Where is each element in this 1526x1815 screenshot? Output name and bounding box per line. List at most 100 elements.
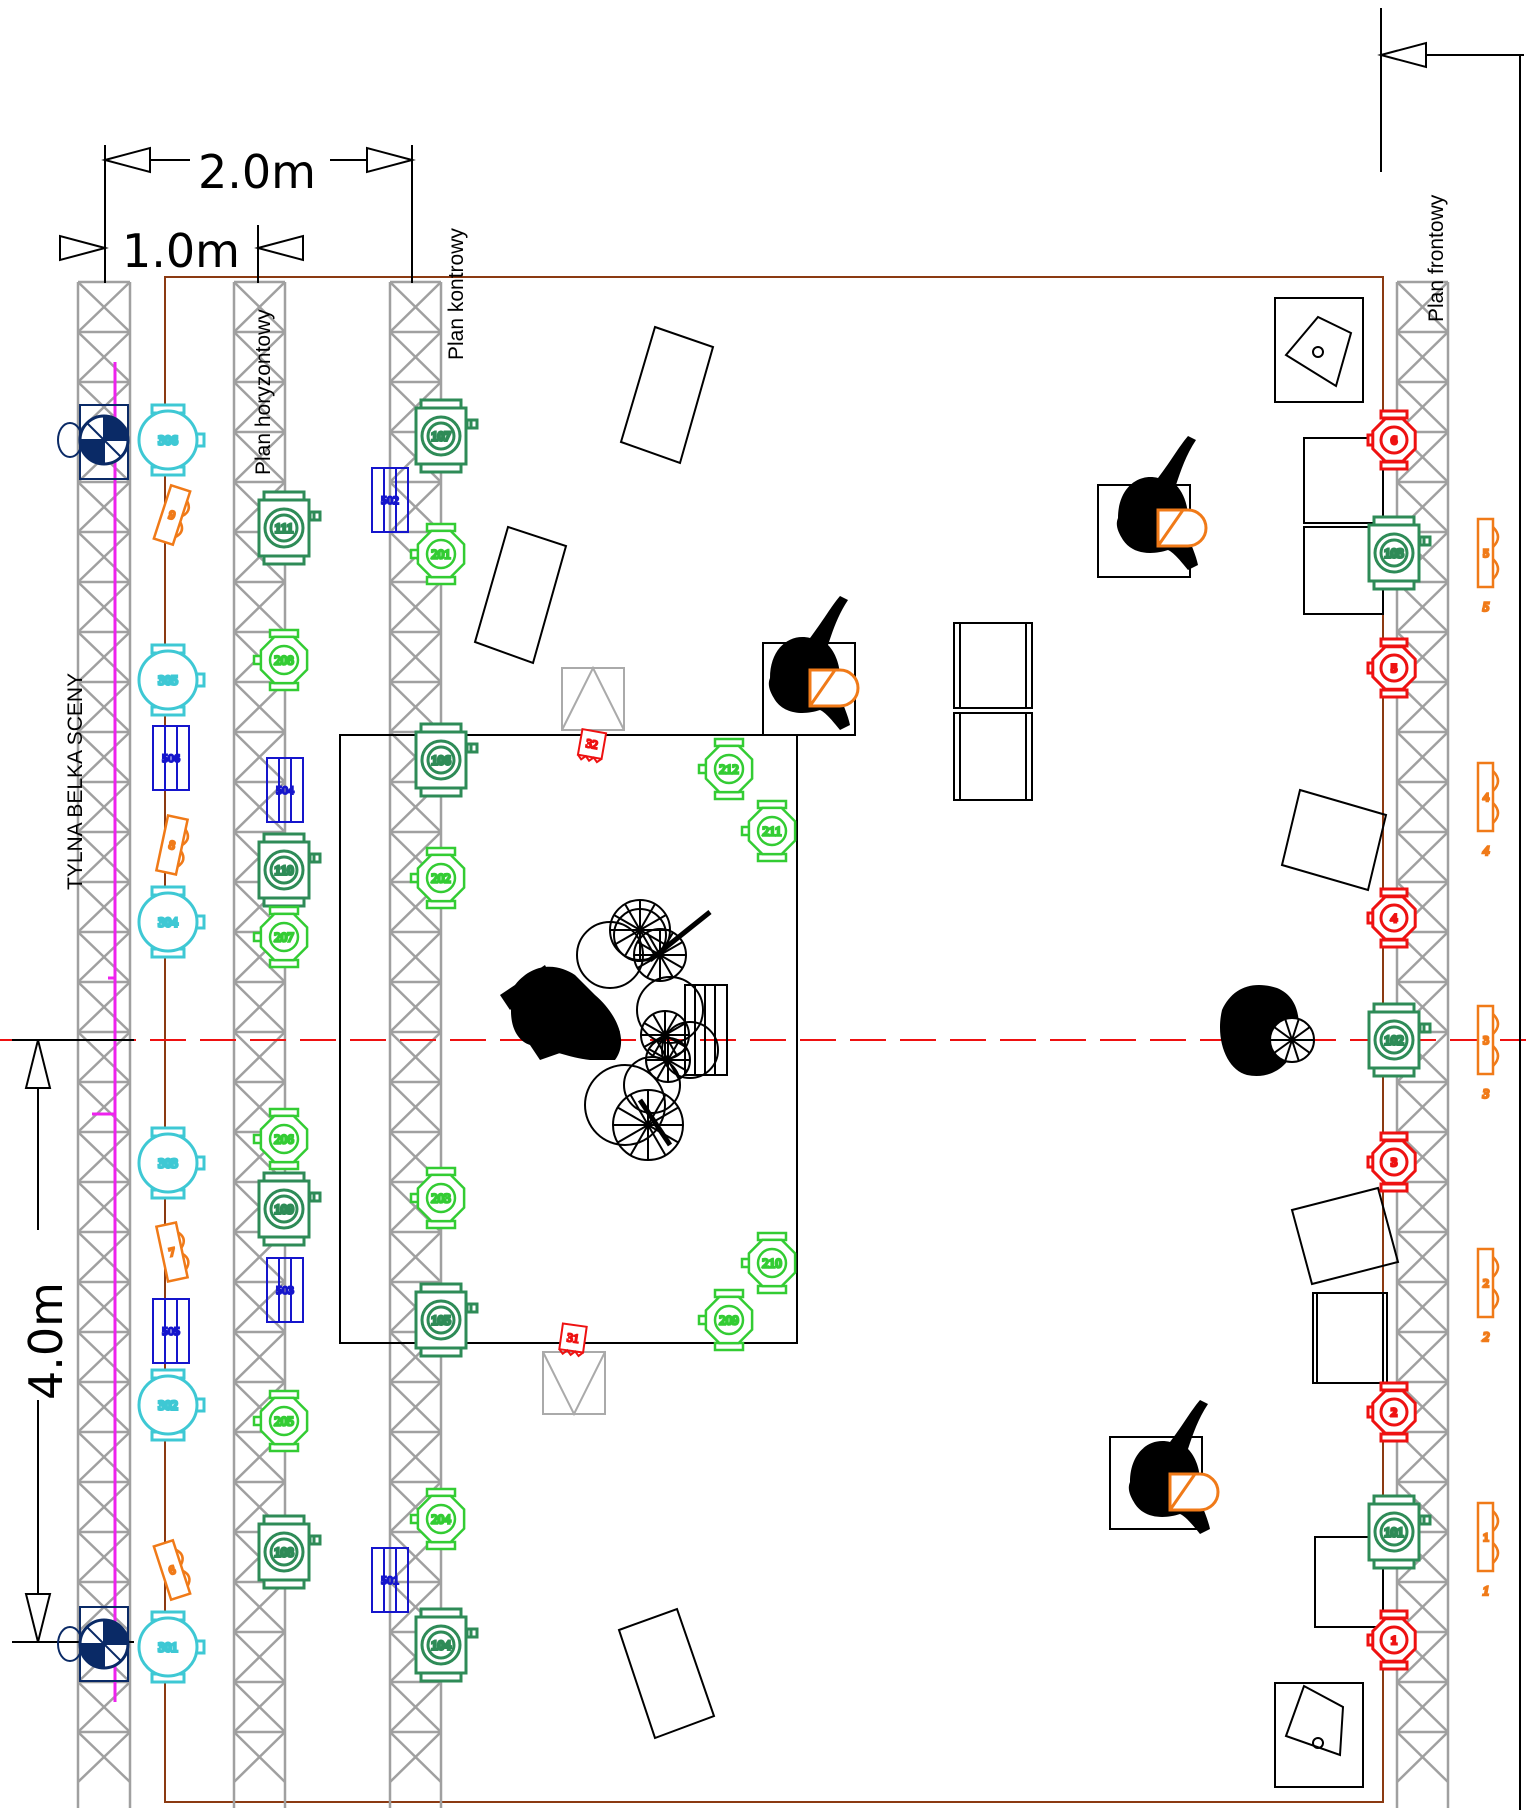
speaker-box — [1280, 788, 1388, 892]
spot-fixture[interactable]: 208 — [252, 628, 309, 692]
led-bar-fixture[interactable]: 7 — [154, 1221, 191, 1283]
floor-led-fixture[interactable]: 44 — [1476, 761, 1500, 859]
musician-icon — [1097, 436, 1208, 578]
fixture-number: 109 — [274, 1202, 294, 1217]
fixture-number: 102 — [1384, 1033, 1404, 1048]
spot-fixture[interactable]: 204 — [409, 1487, 466, 1551]
speaker-box — [1290, 1186, 1400, 1286]
fixtures: 3063053043033023011071111061101091051081… — [137, 398, 1500, 1684]
fixture-number: 2 — [1483, 1276, 1489, 1290]
led-bar-fixture[interactable]: 6 — [152, 1538, 194, 1602]
fixture-number: 106 — [431, 753, 451, 768]
speaker-box — [1314, 1536, 1384, 1628]
wash-fixture[interactable]: 105 — [414, 1282, 479, 1358]
floor-led-fixture[interactable]: 33 — [1476, 1004, 1500, 1102]
musician-icon — [762, 596, 860, 736]
front-fixture[interactable]: 2 — [1366, 1381, 1417, 1443]
spot-fixture[interactable]: 201 — [409, 522, 466, 586]
wash-fixture[interactable]: 109 — [257, 1171, 322, 1247]
floor-led-fixture[interactable]: 22 — [1476, 1247, 1500, 1345]
led-bar-fixture[interactable]: 9 — [152, 483, 194, 547]
fixture-number: 303 — [158, 1156, 178, 1171]
spot-fixture[interactable]: 211 — [740, 799, 797, 863]
wash-fixture[interactable]: 102 — [1367, 1002, 1432, 1078]
wash-fixture[interactable]: 103 — [1367, 515, 1432, 591]
spot-fixture[interactable]: 203 — [409, 1166, 466, 1230]
floor-led-channel: 1 — [1483, 1583, 1490, 1598]
front-fixture[interactable]: 1 — [1366, 1609, 1417, 1671]
spot-fixture[interactable]: 212 — [697, 737, 754, 801]
scenery-panel — [619, 325, 715, 465]
floor-led-fixture[interactable]: 55 — [1476, 517, 1500, 615]
gray-marker-bottom — [542, 1351, 606, 1417]
fixture-number: 2 — [1391, 1405, 1397, 1419]
wash-fixture[interactable]: 108 — [257, 1514, 322, 1590]
fixture-number: 5 — [1483, 546, 1489, 560]
fixture-number: 207 — [274, 930, 294, 945]
fixture-number: 104 — [431, 1638, 451, 1653]
speaker-box-shadow — [1316, 1292, 1388, 1384]
corner-box-bottom — [1274, 1682, 1364, 1788]
profile-fixture[interactable]: 304 — [137, 885, 206, 959]
musicians — [762, 436, 1315, 1534]
front-fixture[interactable]: 4 — [1366, 887, 1417, 949]
speaker-box — [1312, 1292, 1384, 1384]
spotlight-top — [57, 404, 130, 480]
led-bar-fixture[interactable]: 8 — [154, 814, 191, 876]
fixture-number: 3 — [1483, 1033, 1489, 1047]
fixture-number: 301 — [158, 1640, 178, 1655]
fixture-number: 202 — [431, 871, 451, 886]
spot-fixture[interactable]: 209 — [697, 1288, 754, 1352]
floor-led-channel: 3 — [1482, 1086, 1490, 1101]
spot-fixture[interactable]: 205 — [252, 1389, 309, 1453]
fixture-number: 305 — [158, 673, 178, 688]
front-fixture[interactable]: 5 — [1366, 637, 1417, 699]
dimension-1m — [59, 225, 304, 283]
wash-fixture[interactable]: 104 — [414, 1607, 479, 1683]
spot-fixture[interactable]: 202 — [409, 846, 466, 910]
spot-fixture[interactable]: 207 — [252, 905, 309, 969]
profile-fixture[interactable]: 305 — [137, 643, 206, 717]
spot-fixture[interactable]: 210 — [740, 1231, 797, 1295]
blinder-fixture[interactable]: 505 — [152, 1298, 190, 1364]
cymbal-icon — [645, 1037, 691, 1083]
front-fixture[interactable]: 3 — [1366, 1131, 1417, 1193]
blinder-fixture[interactable]: 502 — [371, 467, 409, 533]
wash-fixture[interactable]: 101 — [1367, 1494, 1432, 1570]
blinder-fixture[interactable]: 501 — [371, 1547, 409, 1613]
corner-box-top — [1274, 297, 1364, 403]
fixture-number: 205 — [274, 1414, 294, 1429]
wash-fixture[interactable]: 106 — [414, 722, 479, 798]
fixture-number: 32 — [585, 736, 599, 752]
fixture-number: 204 — [431, 1512, 451, 1527]
furniture — [953, 437, 1400, 1628]
dimension-4m-label: 4.0m — [19, 1282, 73, 1400]
plan-kontrowy-label: Plan kontrowy — [445, 228, 468, 360]
blinder-fixture[interactable]: 504 — [266, 757, 304, 823]
wash-fixture[interactable]: 110 — [257, 832, 322, 908]
wash-fixture[interactable]: 111 — [257, 490, 322, 566]
fixture-number: 302 — [158, 1398, 178, 1413]
blinder-fixture[interactable]: 503 — [266, 1257, 304, 1323]
fixture-number: 210 — [762, 1256, 782, 1271]
floor-led-channel: 4 — [1483, 843, 1490, 858]
wash-fixture[interactable]: 107 — [414, 398, 479, 474]
fixture-number: 111 — [275, 521, 294, 536]
fixture-number: 203 — [431, 1191, 451, 1206]
profile-fixture[interactable]: 302 — [137, 1368, 206, 1442]
small-fixture[interactable]: 31 — [558, 1322, 588, 1358]
scenery-panel — [473, 525, 568, 665]
fixture-number: 208 — [274, 653, 294, 668]
profile-fixture[interactable]: 306 — [137, 403, 206, 477]
front-fixture[interactable]: 6 — [1366, 409, 1417, 471]
floor-led-fixture[interactable]: 11 — [1476, 1501, 1500, 1599]
profile-fixture[interactable]: 303 — [137, 1126, 206, 1200]
profile-fixture[interactable]: 301 — [137, 1610, 206, 1684]
blinder-fixture[interactable]: 506 — [152, 725, 190, 791]
small-fixture[interactable]: 32 — [576, 727, 608, 764]
spot-fixture[interactable]: 206 — [252, 1107, 309, 1171]
fixture-number: 1 — [1391, 1633, 1397, 1647]
gray-marker-top — [561, 665, 625, 731]
fixture-number: 502 — [381, 493, 399, 507]
